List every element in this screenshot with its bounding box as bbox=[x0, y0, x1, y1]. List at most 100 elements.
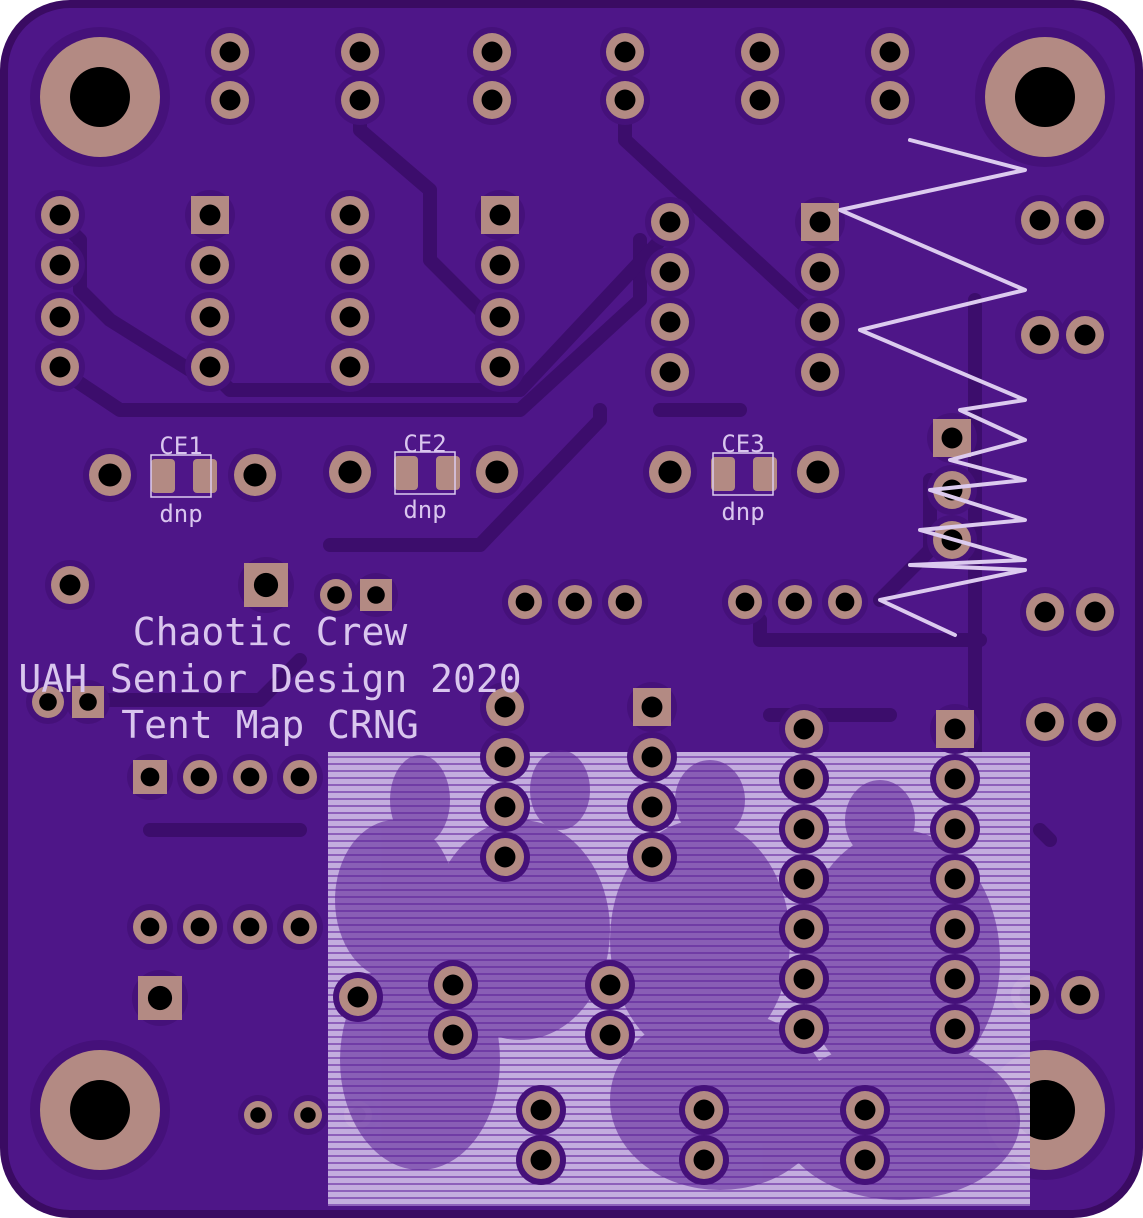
silk-text-team: Chaotic Crew bbox=[133, 610, 408, 654]
pad-drill bbox=[199, 306, 221, 328]
pad-drill bbox=[190, 767, 210, 787]
pad-drill bbox=[614, 41, 636, 63]
pad-drill bbox=[659, 361, 681, 383]
pad-drill bbox=[809, 311, 831, 333]
pad-drill bbox=[515, 592, 535, 612]
pad-drill bbox=[1084, 601, 1106, 623]
pad-drill bbox=[641, 696, 663, 718]
pad-drill bbox=[749, 89, 771, 111]
smd-pad bbox=[711, 457, 735, 491]
pad-drill bbox=[219, 89, 241, 111]
label-ce3: CE3 bbox=[721, 430, 764, 458]
pad-drill bbox=[835, 592, 855, 612]
pad-drill bbox=[485, 460, 509, 484]
pad-drill bbox=[793, 1018, 815, 1040]
pad-drill bbox=[693, 1099, 715, 1121]
pad-drill bbox=[253, 572, 279, 598]
silk-text-course: UAH Senior Design 2020 bbox=[18, 657, 521, 701]
pad-drill bbox=[349, 89, 371, 111]
smd-pad bbox=[193, 459, 217, 493]
smd-silk-outline bbox=[712, 452, 774, 496]
pad-drill bbox=[489, 356, 511, 378]
smd-pad bbox=[394, 456, 418, 490]
pad-drill bbox=[658, 460, 682, 484]
pad-drill bbox=[530, 1099, 552, 1121]
pad-drill bbox=[199, 356, 221, 378]
pad-drill bbox=[494, 746, 516, 768]
pad-drill bbox=[240, 767, 260, 787]
pad-drill bbox=[147, 985, 173, 1011]
pad-drill bbox=[735, 592, 755, 612]
pad-drill bbox=[300, 1107, 316, 1123]
pad-drill bbox=[190, 917, 210, 937]
pad-drill bbox=[793, 718, 815, 740]
pad-drill bbox=[1029, 209, 1051, 231]
pad-drill bbox=[806, 460, 830, 484]
pad-drill bbox=[1034, 601, 1056, 623]
pad-drill bbox=[79, 693, 97, 711]
pad-drill bbox=[615, 592, 635, 612]
pad-drill bbox=[1074, 324, 1096, 346]
pad-drill bbox=[879, 41, 901, 63]
pad-drill bbox=[793, 868, 815, 890]
pad-drill bbox=[599, 974, 621, 996]
smd-pad bbox=[753, 457, 777, 491]
pad-drill bbox=[641, 846, 663, 868]
pad-drill bbox=[140, 917, 160, 937]
pad-drill bbox=[944, 868, 966, 890]
pad-drill bbox=[944, 718, 966, 740]
pad-drill bbox=[879, 89, 901, 111]
pad-drill bbox=[59, 574, 81, 596]
label-ce2: CE2 bbox=[403, 430, 446, 458]
pad-drill bbox=[530, 1149, 552, 1171]
pad-drill bbox=[1074, 209, 1096, 231]
pad-drill bbox=[199, 204, 221, 226]
pad-drill bbox=[809, 361, 831, 383]
pad-drill bbox=[614, 89, 636, 111]
pad-drill bbox=[854, 1099, 876, 1121]
pad-drill bbox=[481, 89, 503, 111]
pad-drill bbox=[327, 586, 345, 604]
mounting-hole-drill bbox=[70, 67, 130, 127]
pad-drill bbox=[749, 41, 771, 63]
pad-drill bbox=[793, 818, 815, 840]
silkscreen-layer: CE1 dnp CE2 dnp CE3 dnp Chaotic Crew UAH… bbox=[18, 430, 764, 747]
pad-drill bbox=[339, 356, 361, 378]
pad-drill bbox=[494, 696, 516, 718]
pad-drill bbox=[339, 204, 361, 226]
label-dnp3: dnp bbox=[721, 498, 764, 526]
pad-drill bbox=[599, 1024, 621, 1046]
pad-drill bbox=[659, 211, 681, 233]
smd-silk-outline bbox=[150, 454, 212, 498]
pad-drill bbox=[219, 41, 241, 63]
pad-drill bbox=[489, 254, 511, 276]
pad-drill bbox=[944, 918, 966, 940]
smd-pad bbox=[151, 459, 175, 493]
silk-text-project: Tent Map CRNG bbox=[121, 703, 418, 747]
pad-drill bbox=[1086, 711, 1108, 733]
label-dnp2: dnp bbox=[403, 496, 446, 524]
pad-drill bbox=[98, 463, 122, 487]
pad-drill bbox=[240, 917, 260, 937]
pad-drill bbox=[1069, 984, 1091, 1006]
pad-drill bbox=[347, 986, 369, 1008]
pad-drill bbox=[641, 796, 663, 818]
tent-map-zigzag-graphic bbox=[838, 138, 1027, 637]
pad-drill bbox=[49, 356, 71, 378]
pad-drill bbox=[489, 306, 511, 328]
pad-drill bbox=[641, 746, 663, 768]
pad-drill bbox=[944, 768, 966, 790]
pad-drill bbox=[290, 767, 310, 787]
smd-silk-outline bbox=[394, 451, 456, 495]
pad-drill bbox=[785, 592, 805, 612]
pad-drill bbox=[854, 1149, 876, 1171]
pad-drill bbox=[243, 463, 267, 487]
pad-drill bbox=[494, 846, 516, 868]
pad-drill bbox=[809, 261, 831, 283]
pad-drill bbox=[290, 917, 310, 937]
pad-drill bbox=[944, 818, 966, 840]
smd-pad-group bbox=[150, 451, 777, 498]
pad-drill bbox=[793, 918, 815, 940]
photo-figure-blob bbox=[530, 750, 590, 830]
